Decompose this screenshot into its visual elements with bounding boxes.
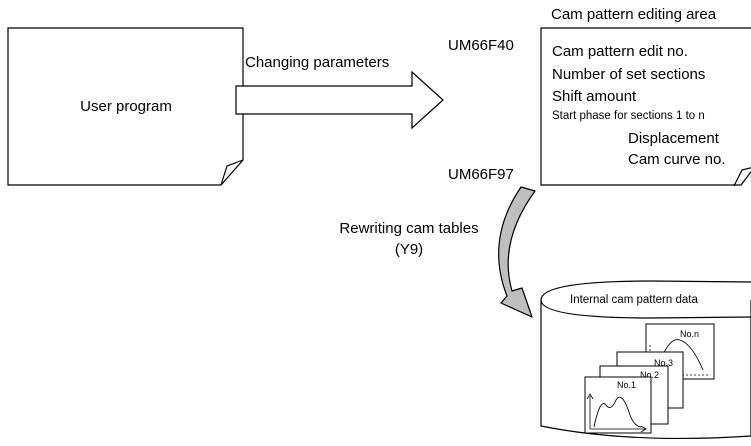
rewriting-label-line2: (Y9) [395,241,423,258]
card-label-no-n: No.n [680,329,699,339]
cam-curve-icon [593,396,642,428]
start-address: UM66F40 [448,37,514,54]
card-label-no-2: No.2 [640,370,659,380]
end-address: UM66F97 [448,166,514,183]
cam-line-set-sections: Number of set sections [552,66,705,83]
user-program-page [7,27,244,186]
changing-parameters-label: Changing parameters [245,54,389,71]
curved-arrow [498,186,536,318]
user-program-label: User program [80,98,172,115]
cam-area-page-fold [733,167,751,187]
block-arrow [235,70,444,130]
cylinder-top-front [540,299,751,319]
card-label-no-1: No.1 [617,380,636,390]
axis-arrow-icon [586,393,647,433]
card-axes-icon [589,396,645,430]
cam-line-edit-no: Cam pattern edit no. [552,43,688,60]
card-label-no-3: No.3 [654,358,673,368]
internal-data-label: Internal cam pattern data [570,294,698,306]
cam-line-curve-no: Cam curve no. [628,151,726,168]
cam-line-displacement: Displacement [628,130,720,147]
user-program-document: User program [7,27,244,186]
cam-line-shift-amount: Shift amount [552,88,637,105]
page-fold [220,159,244,186]
rewriting-label-line1: Rewriting cam tables [339,220,478,237]
cylinder-top-back [540,280,751,301]
cam-card-no-1: No.1 [584,376,652,434]
cam-line-start-phase: Start phase for sections 1 to n [552,110,705,122]
cam-area-title: Cam pattern editing area [551,6,717,23]
internal-cam-data-cylinder: Internal cam pattern data No.n No.3 No.2 [540,280,751,440]
rewriting-arrow: Rewriting cam tables (Y9) [339,186,536,318]
changing-parameters-arrow: Changing parameters [235,54,444,130]
cam-pattern-editing-area: Cam pattern editing area UM66F40 UM66F97… [448,6,751,187]
